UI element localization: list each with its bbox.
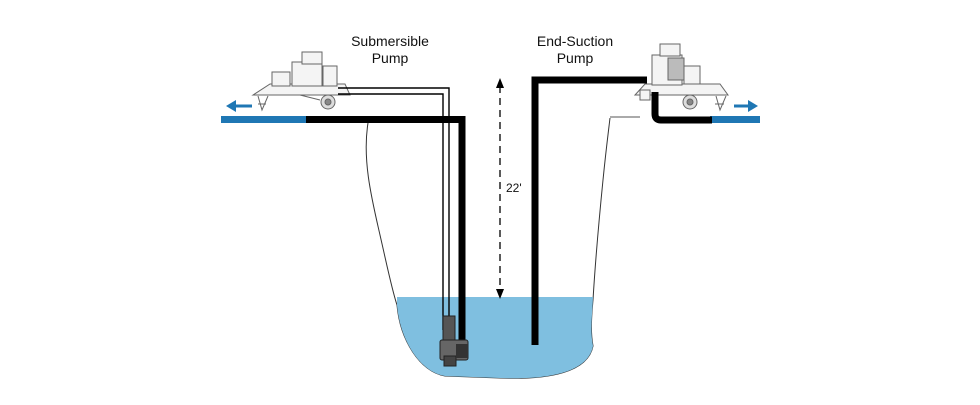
height-label: 22' xyxy=(506,181,522,195)
submersible-label-line1: Submersible xyxy=(351,33,429,49)
ground-left-blue xyxy=(221,116,308,123)
submersible-pump-label: Submersible Pump xyxy=(320,33,460,67)
end-suction-pump-trailer-icon xyxy=(633,43,729,112)
pit xyxy=(365,117,611,379)
end-suction-discharge-pipe xyxy=(651,92,712,124)
end-suction-label-line2: Pump xyxy=(556,50,594,66)
submersible-pump-trailer-icon xyxy=(251,51,351,112)
water-body xyxy=(397,297,593,379)
arrow-right-icon xyxy=(734,100,758,112)
submersible-label-line2: Pump xyxy=(371,50,409,66)
submersible-cable-1 xyxy=(338,87,450,345)
height-dimension xyxy=(496,78,504,299)
submersible-discharge-pipe xyxy=(306,116,466,345)
arrow-left-icon xyxy=(226,100,252,112)
submersible-pump-icon xyxy=(439,315,469,367)
end-suction-inlet-pipe xyxy=(531,76,647,345)
end-suction-pump-label: End-Suction Pump xyxy=(505,33,645,67)
submersible-cable-2 xyxy=(338,93,444,330)
end-suction-label-line1: End-Suction xyxy=(536,33,614,49)
ground-right-blue xyxy=(710,116,760,123)
